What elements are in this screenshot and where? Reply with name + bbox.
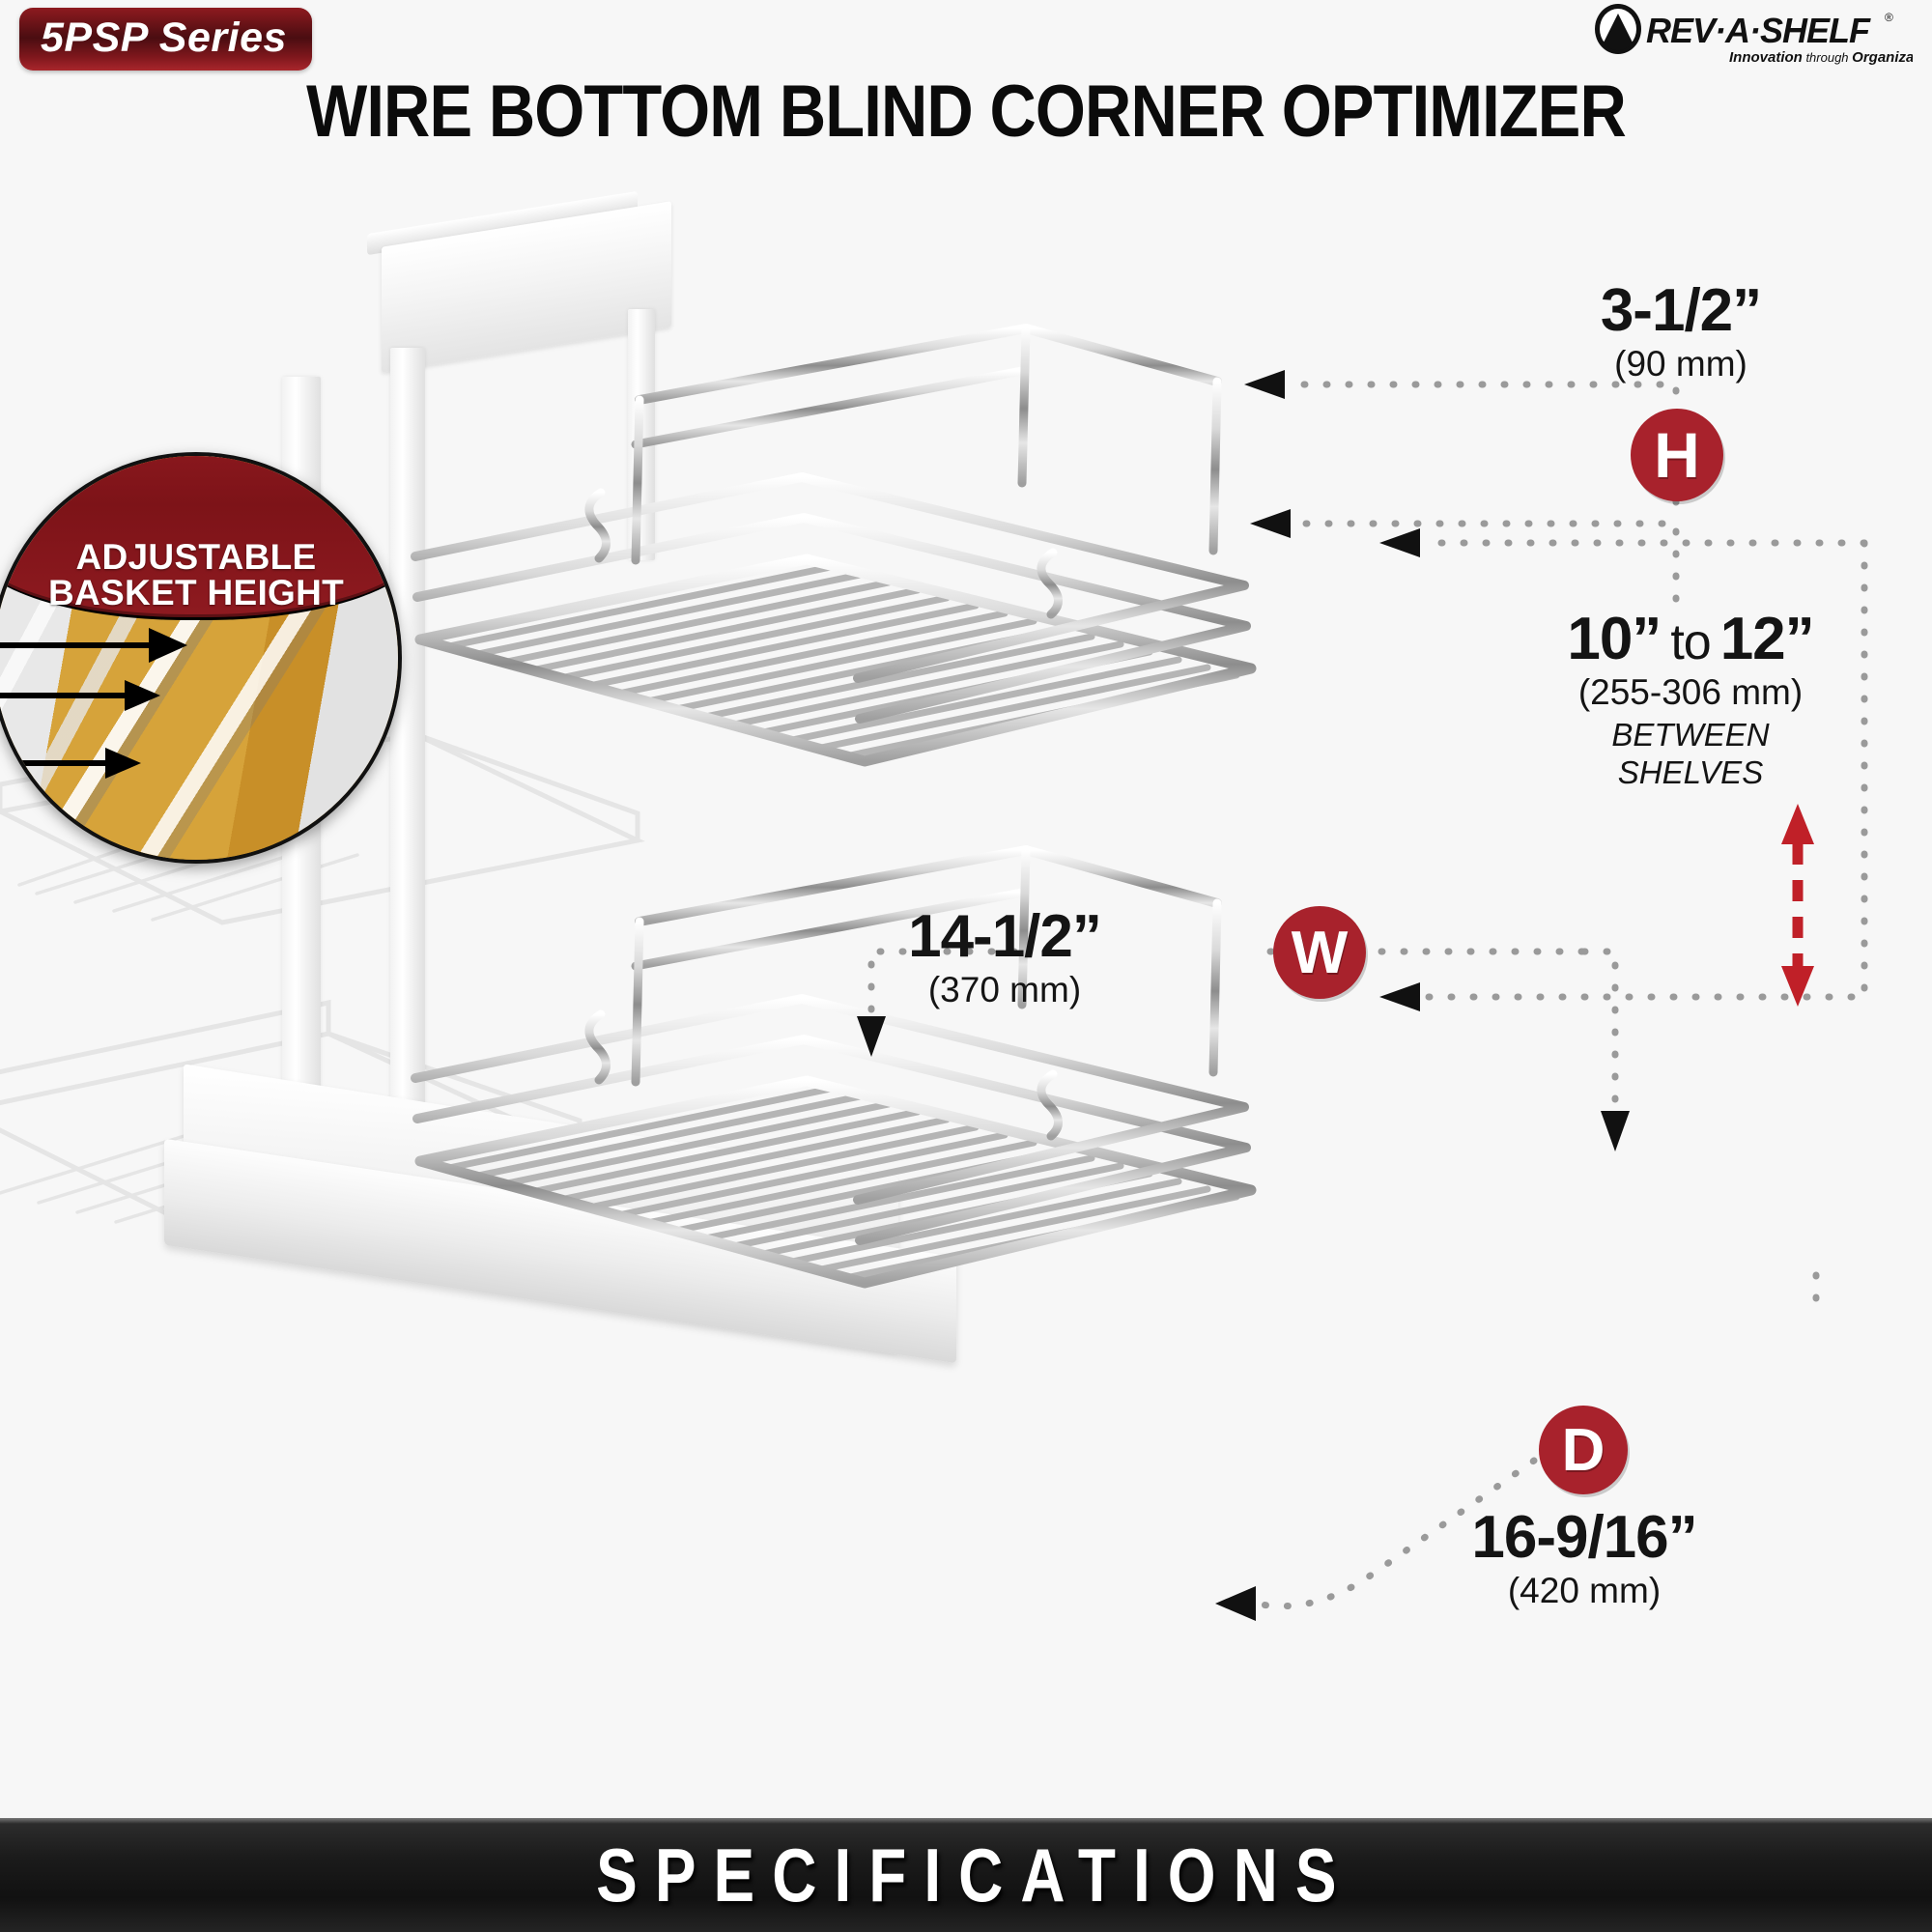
badge-width-letter: W: [1291, 919, 1349, 986]
dimension-between-shelves-note-1: BETWEEN: [1611, 716, 1770, 753]
series-badge: 5PSP Series: [19, 8, 312, 71]
dimension-height-metric: (90 mm): [1614, 344, 1747, 384]
dimension-height-value: 3-1/2”: [1600, 277, 1762, 344]
callout-banner-line-1: ADJUSTABLE: [75, 536, 317, 577]
dimension-depth: 16-9/16” (420 mm): [1352, 1504, 1816, 1614]
between-shelves-max: 12”: [1719, 606, 1815, 672]
between-shelves-min: 10”: [1567, 606, 1662, 672]
page-title: WIRE BOTTOM BLIND CORNER OPTIMIZER: [306, 71, 1627, 153]
badge-height-letter: H: [1654, 419, 1700, 491]
dimension-depth-metric: (420 mm): [1507, 1571, 1662, 1611]
specifications-label: SPECIFICATIONS: [595, 1832, 1354, 1918]
svg-text:®: ®: [1885, 11, 1893, 24]
dimension-depth-value: 16-9/16”: [1471, 1504, 1697, 1571]
callout-banner-line-2: BASKET HEIGHT: [47, 573, 345, 613]
dimension-height: 3-1/2” (90 mm): [1507, 277, 1855, 387]
badge-depth: D: [1539, 1406, 1628, 1494]
badge-width: W: [1273, 906, 1366, 999]
adjustable-basket-height-callout: ADJUSTABLE BASKET HEIGHT: [0, 452, 402, 864]
callout-banner-text: ADJUSTABLE BASKET HEIGHT: [0, 536, 398, 613]
callout-arrows: [0, 628, 187, 779]
dimension-width: 14-1/2” (370 mm): [792, 903, 1217, 1013]
product-photo: ADJUSTABLE BASKET HEIGHT: [0, 190, 1257, 1787]
dimension-width-value: 14-1/2”: [908, 903, 1102, 970]
dimension-between-shelves-note-2: SHELVES: [1617, 754, 1764, 791]
badge-depth-letter: D: [1561, 1416, 1605, 1484]
specifications-bar: SPECIFICATIONS: [0, 1818, 1932, 1932]
between-shelves-join: to: [1670, 614, 1711, 670]
brand-tagline: Innovation through Organization™: [1729, 49, 1913, 66]
dimension-width-metric: (370 mm): [927, 970, 1082, 1010]
rev-a-shelf-logo: REV·A·SHELF ® Innovation through Organiz…: [1594, 4, 1913, 68]
lower-wire-basket: [377, 792, 1275, 1333]
badge-height: H: [1631, 409, 1723, 501]
brand-wordmark: REV·A·SHELF: [1646, 11, 1871, 50]
spec-bar-sheen: [0, 1818, 1932, 1824]
callout-banner: ADJUSTABLE BASKET HEIGHT: [0, 456, 398, 621]
dimension-between-shelves-metric: (255-306 mm): [1577, 672, 1804, 713]
upper-wire-basket: [377, 324, 1275, 831]
